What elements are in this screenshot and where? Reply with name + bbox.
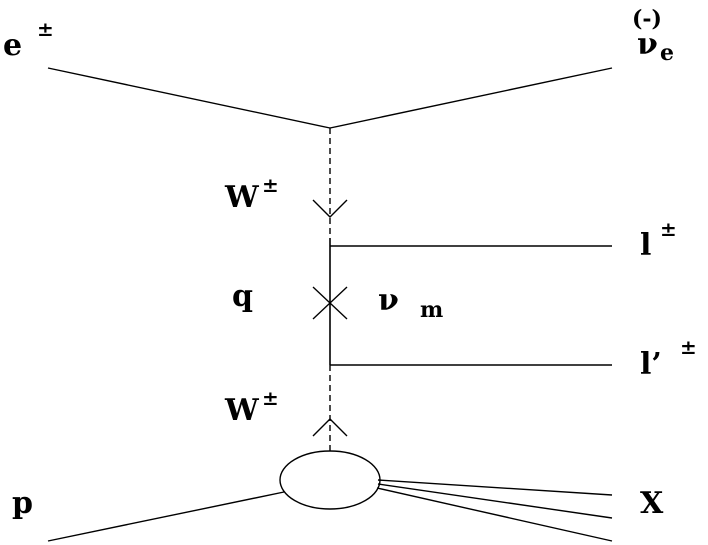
incoming-proton-line <box>47 491 285 542</box>
upper-w-arrow-icon <box>312 199 348 218</box>
label-lepton2: l’ <box>640 347 662 382</box>
label-nu-e-paren: (-) <box>632 6 662 32</box>
label-nu-m-sub: m <box>420 297 443 323</box>
label-upper-w-charge: ± <box>262 173 279 197</box>
label-e: e <box>3 28 22 63</box>
label-nu-e: ν <box>637 27 658 62</box>
label-q: q <box>232 279 253 314</box>
outgoing-neutrino-line <box>329 67 613 129</box>
label-lepton2-charge: ± <box>680 335 697 359</box>
label-e-charge: ± <box>37 17 54 41</box>
lower-w-arrow-icon <box>312 418 348 437</box>
majorana-cross-icon <box>312 286 348 320</box>
label-nu-m: ν <box>378 283 399 318</box>
incoming-electron-line <box>47 67 331 129</box>
label-p: p <box>12 486 33 521</box>
label-x: X <box>640 486 664 521</box>
proton-blob <box>279 450 381 510</box>
label-lower-w: W <box>224 393 260 428</box>
label-lower-w-charge: ± <box>262 386 279 410</box>
label-lepton1-charge: ± <box>660 217 677 241</box>
label-lepton1: l <box>640 228 651 263</box>
label-nu-e-sub: e <box>660 40 674 66</box>
label-upper-w: W <box>224 180 260 215</box>
hadronic-remnant-lines <box>376 479 613 542</box>
